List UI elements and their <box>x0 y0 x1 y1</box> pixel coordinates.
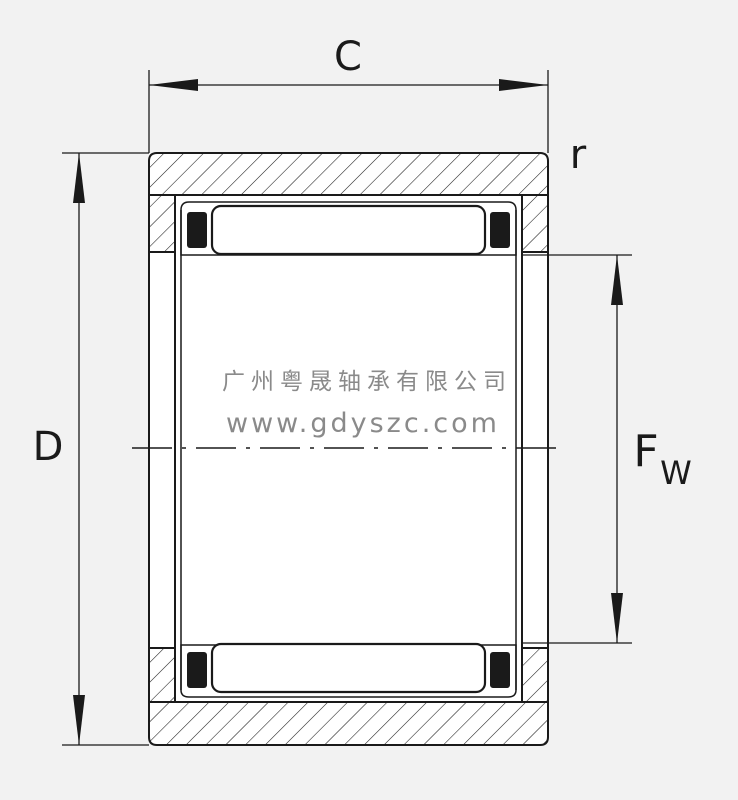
top-shell-section <box>148 152 549 196</box>
label-r: r <box>570 132 587 178</box>
cage-block-bottom-right <box>490 652 510 688</box>
fw-arrow-top <box>611 255 623 305</box>
cage-block-top-right <box>490 212 510 248</box>
flange-top-right <box>521 194 549 253</box>
cage-top <box>180 201 517 256</box>
label-c: C <box>334 34 362 80</box>
watermark-website: www.gdyszc.com <box>226 408 500 439</box>
cage-block-top-left <box>187 212 207 248</box>
c-arrow-right <box>499 79 548 91</box>
d-arrow-top <box>73 153 85 203</box>
flange-bottom-left <box>148 647 176 703</box>
label-fw-subscript: W <box>660 454 692 492</box>
fw-arrow-bottom <box>611 593 623 643</box>
c-arrow-left <box>149 79 198 91</box>
cage-block-bottom-left <box>187 652 207 688</box>
label-fw: F <box>633 426 658 477</box>
d-arrow-bottom <box>73 695 85 745</box>
needle-roller-top <box>210 204 487 256</box>
needle-roller-bottom <box>210 642 487 694</box>
flange-top-left <box>148 194 176 253</box>
cage-bottom <box>180 644 517 698</box>
watermark-company: 广州粤晟轴承有限公司 <box>222 369 512 395</box>
bottom-shell-section <box>148 701 549 746</box>
flange-bottom-right <box>521 647 549 703</box>
label-d: D <box>33 424 64 470</box>
